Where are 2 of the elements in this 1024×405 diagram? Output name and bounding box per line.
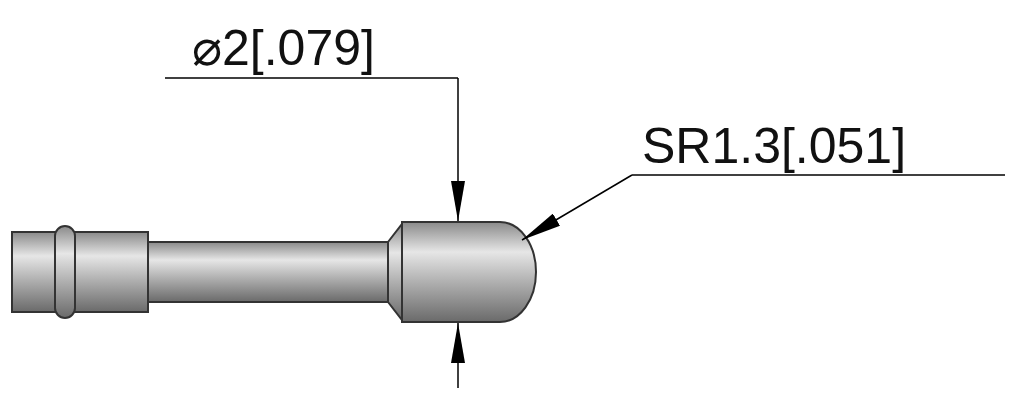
dimension-label: SR1.3[.051] — [642, 118, 907, 174]
dimension-label: ⌀2[.079] — [192, 20, 375, 76]
